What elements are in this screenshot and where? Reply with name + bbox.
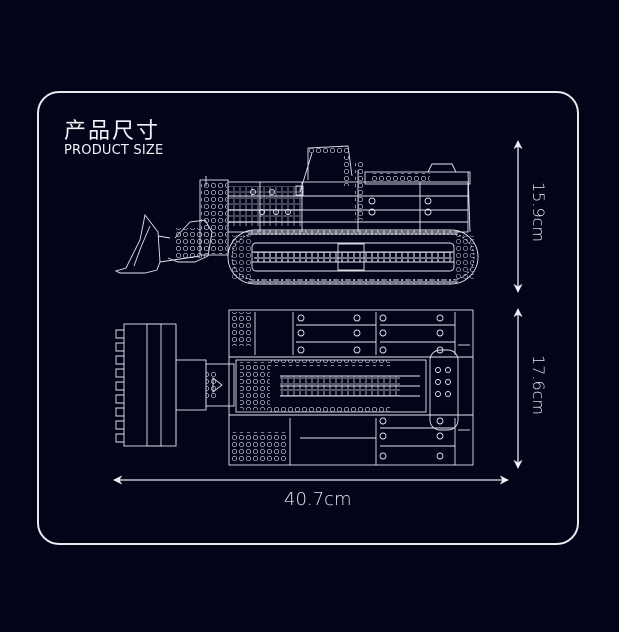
height-dimension-label: 15.9cm (529, 182, 548, 243)
side-view-drawing (114, 145, 479, 285)
dimension-arrows (113, 140, 523, 485)
product-size-frame (37, 91, 579, 545)
length-dimension-label: 40.7cm (284, 489, 352, 510)
width-dimension-label: 17.6cm (529, 355, 548, 416)
title-english: PRODUCT SIZE (64, 143, 164, 158)
title-chinese: 产品尺寸 (64, 119, 161, 144)
bucket-teeth (115, 329, 124, 443)
top-view-drawing (115, 309, 474, 466)
